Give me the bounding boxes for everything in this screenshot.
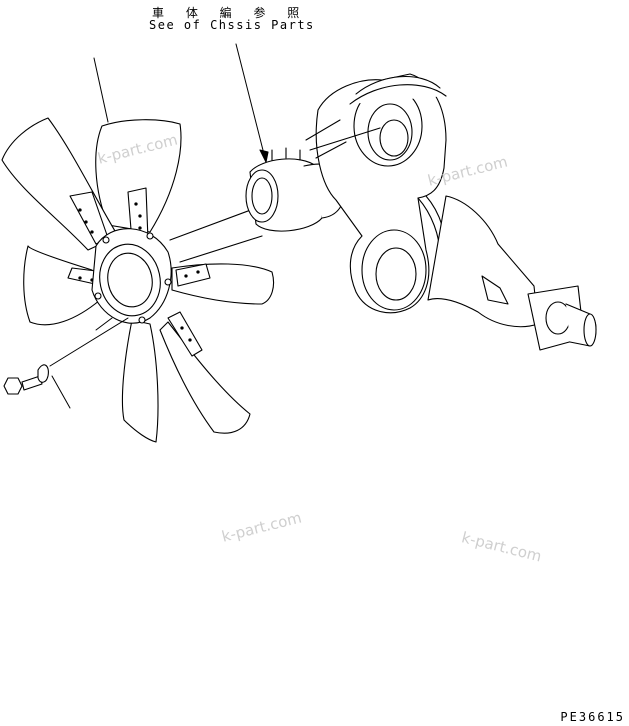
belt-drive-assembly [305,73,447,314]
caption-japanese: 車 体 編 参 照 [152,6,309,20]
fan-spacer [245,147,345,232]
fan-blade-left [23,245,101,326]
fan-blade-lower [121,319,159,443]
fan-hub [91,228,172,324]
fan-shaft [169,207,263,263]
drawing-code: PE36615 [560,710,625,724]
caption-english: See of Chssis Parts [149,18,315,32]
leader-arrow-head [259,149,269,163]
fan-blades [1,117,275,443]
fan-blade-upper [95,119,182,233]
mount-bracket [427,195,597,351]
fan-blade-lower-right [159,321,251,434]
bolt-and-washer [3,364,49,395]
leader-lines [49,43,267,409]
